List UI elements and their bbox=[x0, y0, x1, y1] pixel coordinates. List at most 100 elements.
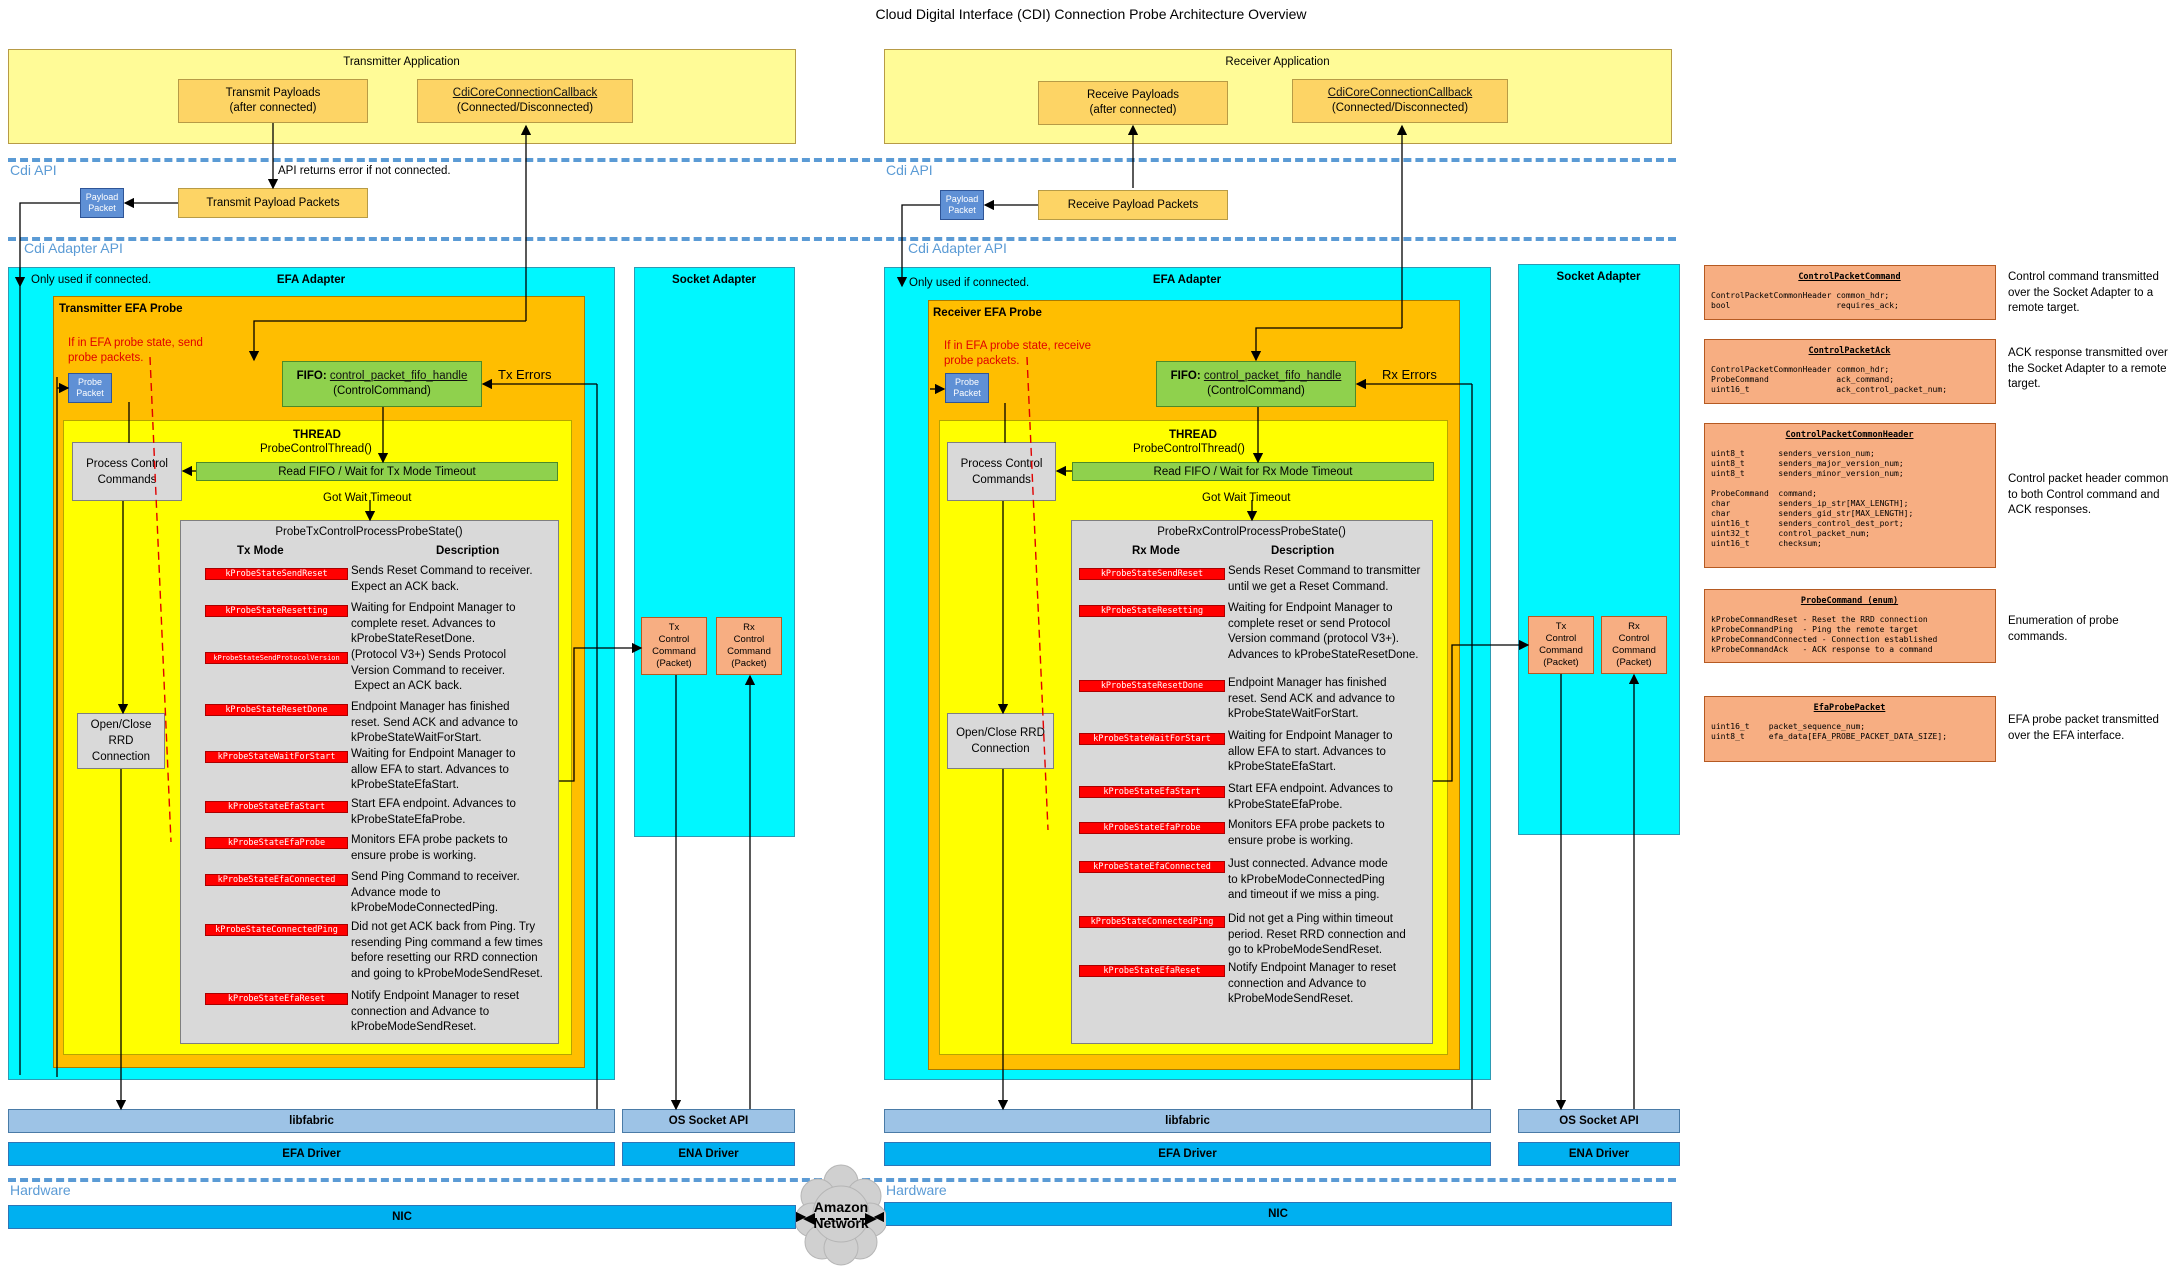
tx-callback-link[interactable]: CdiCoreConnectionCallback bbox=[452, 87, 598, 99]
rx-process-control-label: Process Control Commands bbox=[960, 457, 1043, 486]
tx-read-fifo-label: Read FIFO / Wait for Tx Mode Timeout bbox=[278, 465, 476, 478]
tx-libfabric-label: libfabric bbox=[289, 1115, 334, 1127]
tx-libfabric: libfabric bbox=[8, 1109, 615, 1133]
tx-state-send-protocol-version-label: kProbeStateSendProtocolVersion bbox=[205, 652, 348, 664]
cdi-adapter-api-label-rx: Cdi Adapter API bbox=[908, 240, 1007, 256]
rx-probe-note: If in EFA probe state, receive probe pac… bbox=[944, 340, 1092, 367]
tx-api-error-note: API returns error if not connected. bbox=[278, 165, 451, 177]
rx-nic: NIC bbox=[884, 1202, 1672, 1226]
tx-socket-adapter: Socket Adapter bbox=[634, 267, 795, 837]
rx-state-efa-start-label: kProbeStateEfaStart bbox=[1079, 786, 1225, 798]
tx-efa-adapter-label: EFA Adapter bbox=[276, 274, 346, 286]
rx-state-resetting-label: kProbeStateResetting bbox=[1079, 605, 1225, 617]
tx-fifo-box: FIFO: control_packet_fifo_handle (Contro… bbox=[282, 361, 482, 407]
rx-tx-control-command: Tx Control Command (Packet) bbox=[1528, 616, 1594, 674]
rx-rx-control-command-label: Rx Control Command (Packet) bbox=[1612, 621, 1656, 668]
rx-state-efa-probe-label: kProbeStateEfaProbe bbox=[1079, 822, 1225, 834]
tx-probe-packet-label: Probe Packet bbox=[76, 377, 104, 398]
tx-state-efa-connected-label: kProbeStateEfaConnected bbox=[205, 874, 348, 886]
cdi-api-divider bbox=[8, 158, 1676, 162]
tx-fifo-link[interactable]: control_packet_fifo_handle bbox=[329, 370, 468, 382]
rx-os-socket-api: OS Socket API bbox=[1518, 1109, 1680, 1133]
tx-application: Transmitter Application bbox=[8, 49, 796, 144]
rx-application: Receiver Application bbox=[884, 49, 1672, 144]
tx-transmit-payload-packets-label: Transmit Payload Packets bbox=[206, 197, 340, 209]
amazon-network-label: Amazon Network bbox=[813, 1199, 869, 1231]
tx-read-fifo: Read FIFO / Wait for Tx Mode Timeout bbox=[196, 462, 558, 481]
rx-state-efa-connected-description: Just connected. Advance mode to kProbeMo… bbox=[1228, 858, 1388, 901]
rx-efa-driver-label: EFA Driver bbox=[1158, 1148, 1217, 1160]
rx-callback-sub: (Connected/Disconnected) bbox=[1331, 102, 1469, 114]
rx-state-wait-for-start-description: Waiting for Endpoint Manager to allow EF… bbox=[1228, 730, 1393, 773]
cdi-api-label-tx: Cdi API bbox=[10, 162, 57, 178]
tx-state-connected-ping-description: Did not get ACK back from Ping. Try rese… bbox=[351, 921, 543, 980]
tx-tx-control-command: Tx Control Command (Packet) bbox=[641, 617, 707, 675]
rx-state-efa-start-description: Start EFA endpoint. Advances to kProbeSt… bbox=[1228, 783, 1393, 811]
tx-ena-driver: ENA Driver bbox=[622, 1142, 795, 1166]
rx-only-used-note: Only used if connected. bbox=[909, 277, 1030, 289]
rx-read-fifo: Read FIFO / Wait for Rx Mode Timeout bbox=[1072, 462, 1434, 481]
rx-thread-label: THREAD bbox=[1169, 429, 1217, 441]
rx-libfabric: libfabric bbox=[884, 1109, 1491, 1133]
tx-state-efa-reset-description: Notify Endpoint Manager to reset connect… bbox=[351, 990, 520, 1033]
rx-probe-packet: Probe Packet bbox=[945, 373, 989, 403]
tx-transmit-payload-packets: Transmit Payload Packets bbox=[178, 188, 368, 218]
tx-callback-sub: (Connected/Disconnected) bbox=[456, 102, 594, 114]
tx-state-fn: ProbeTxControlProcessProbeState() bbox=[275, 526, 463, 538]
rx-state-wait-for-start-label: kProbeStateWaitForStart bbox=[1079, 733, 1225, 745]
rx-state-fn: ProbeRxControlProcessProbeState() bbox=[1157, 526, 1346, 538]
rx-state-efa-probe-description: Monitors EFA probe packets to ensure pro… bbox=[1228, 819, 1385, 847]
struct-control-packet-command-description: Control command transmitted over the Soc… bbox=[2008, 271, 2159, 314]
struct-control-packet-command-fields: ControlPacketCommonHeader common_hdr; bo… bbox=[1711, 291, 1899, 310]
tx-probe-packet: Probe Packet bbox=[68, 373, 112, 403]
tx-state-efa-connected-description: Send Ping Command to receiver. Advance m… bbox=[351, 871, 520, 914]
tx-got-wait-timeout: Got Wait Timeout bbox=[323, 492, 412, 504]
rx-efa-adapter-label: EFA Adapter bbox=[1152, 274, 1222, 286]
hardware-label-rx: Hardware bbox=[886, 1182, 947, 1198]
tx-state-efa-probe-label: kProbeStateEfaProbe bbox=[205, 837, 348, 849]
rx-callback-box: CdiCoreConnectionCallback (Connected/Dis… bbox=[1292, 79, 1508, 123]
rx-state-send-reset-label: kProbeStateSendReset bbox=[1079, 568, 1225, 580]
tx-state-resetting-label: kProbeStateResetting bbox=[205, 605, 348, 617]
rx-open-close-label: Open/Close RRD Connection bbox=[956, 727, 1045, 755]
rx-state-efa-connected-label: kProbeStateEfaConnected bbox=[1079, 861, 1225, 873]
rx-nic-label: NIC bbox=[1268, 1208, 1288, 1220]
hardware-label-tx: Hardware bbox=[10, 1182, 71, 1198]
rx-desc-header: Description bbox=[1271, 545, 1335, 557]
page-title: Cloud Digital Interface (CDI) Connection… bbox=[875, 6, 1307, 22]
rx-efa-driver: EFA Driver bbox=[884, 1142, 1491, 1166]
tx-application-label: Transmitter Application bbox=[343, 56, 460, 68]
rx-state-efa-reset-description: Notify Endpoint Manager to reset connect… bbox=[1228, 962, 1397, 1005]
rx-state-connected-ping-description: Did not get a Ping within timeout period… bbox=[1228, 913, 1406, 956]
tx-rx-control-command: Rx Control Command (Packet) bbox=[716, 617, 782, 675]
struct-control-packet-ack-description: ACK response transmitted over the Socket… bbox=[2008, 347, 2168, 390]
cdi-api-label-rx: Cdi API bbox=[886, 162, 933, 178]
struct-control-packet-common-header-description: Control packet header common to both Con… bbox=[2008, 473, 2169, 516]
rx-state-reset-done-label: kProbeStateResetDone bbox=[1079, 680, 1225, 692]
rx-receive-payload-packets: Receive Payload Packets bbox=[1038, 190, 1228, 220]
rx-thread-fn: ProbeControlThread() bbox=[1133, 443, 1245, 455]
cdi-adapter-api-divider bbox=[8, 237, 1676, 241]
rx-errors-label: Rx Errors bbox=[1382, 367, 1437, 382]
rx-application-label: Receiver Application bbox=[1225, 56, 1330, 68]
rx-state-connected-ping-label: kProbeStateConnectedPing bbox=[1079, 916, 1225, 928]
tx-transmit-payloads: Transmit Payloads (after connected) bbox=[178, 79, 368, 123]
rx-fifo-link[interactable]: control_packet_fifo_handle bbox=[1203, 370, 1342, 382]
tx-state-efa-start-description: Start EFA endpoint. Advances to kProbeSt… bbox=[351, 798, 516, 826]
tx-mode-header: Tx Mode bbox=[237, 545, 284, 557]
tx-thread-fn: ProbeControlThread() bbox=[260, 443, 372, 455]
tx-transmit-payloads-label: Transmit Payloads (after connected) bbox=[225, 87, 321, 114]
struct-probe-command-box: ProbeCommand (enum)kProbeCommandReset - … bbox=[1704, 589, 1996, 663]
rx-receive-payloads-label: Receive Payloads (after connected) bbox=[1086, 89, 1180, 116]
rx-open-close: Open/Close RRD Connection bbox=[947, 713, 1054, 769]
tx-state-efa-reset-label: kProbeStateEfaReset bbox=[205, 993, 348, 1005]
struct-probe-command-fields: kProbeCommandReset - Reset the RRD conne… bbox=[1711, 615, 1938, 654]
struct-control-packet-common-header-title: ControlPacketCommonHeader bbox=[1785, 430, 1914, 440]
tx-fifo-sub: (ControlCommand) bbox=[333, 385, 431, 397]
tx-state-efa-probe-description: Monitors EFA probe packets to ensure pro… bbox=[351, 834, 508, 862]
rx-callback-link[interactable]: CdiCoreConnectionCallback bbox=[1327, 87, 1473, 99]
tx-probe-note: If in EFA probe state, send probe packet… bbox=[68, 337, 203, 364]
rx-rx-control-command: Rx Control Command (Packet) bbox=[1601, 616, 1667, 674]
